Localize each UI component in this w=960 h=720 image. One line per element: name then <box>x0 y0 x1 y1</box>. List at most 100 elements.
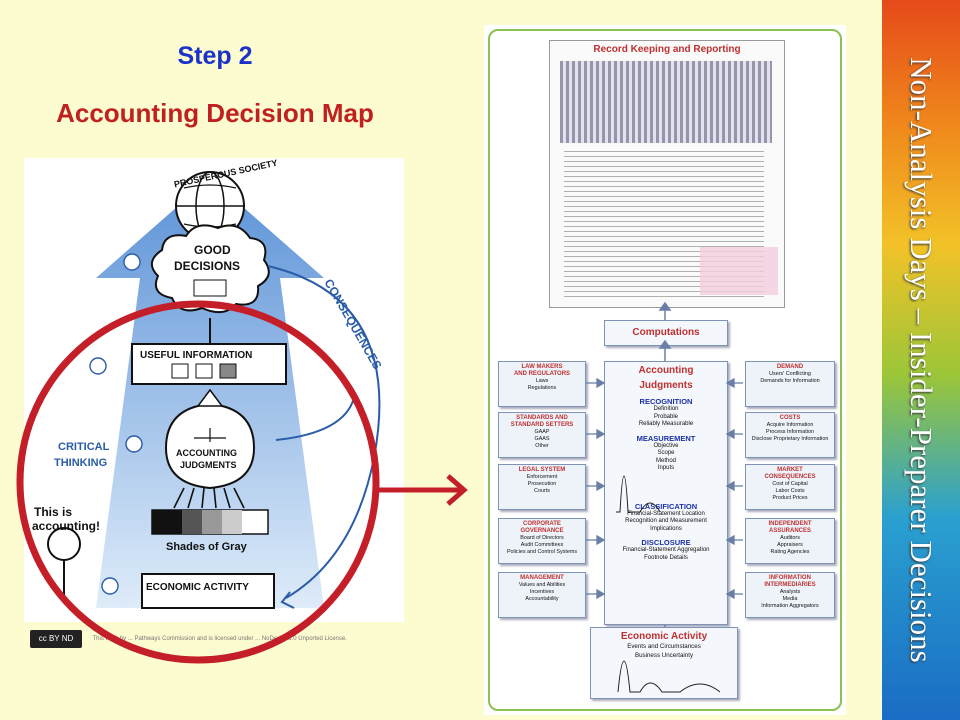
judgments-title-1: Accounting <box>638 365 694 376</box>
judgments-section-line: Financial-Statement Location <box>627 510 705 517</box>
license-text: This work by ... Pathways Commission and… <box>92 636 347 642</box>
influence-box-line: Analysts <box>779 589 801 595</box>
sketch-economic: ECONOMIC ACTIVITY <box>146 582 249 593</box>
influence-box-line: Audit Committees <box>520 542 564 548</box>
influence-box-line: Media <box>782 596 798 602</box>
step-title: Step 2 <box>177 42 253 70</box>
slide-title: Accounting Decision Map <box>56 98 374 128</box>
influence-arrowhead <box>725 428 735 440</box>
sketch-good: GOOD <box>194 243 231 257</box>
stick-figure <box>47 527 81 598</box>
sketch-critical: CRITICAL <box>58 441 110 453</box>
judgments-section-line: Scope <box>657 450 675 456</box>
influence-arrowhead <box>725 534 735 546</box>
sketch-thinking: THINKING <box>54 457 107 469</box>
influence-box-head: AND REGULATORS <box>513 371 571 377</box>
cc-license-icon: cc BY ND <box>30 630 82 648</box>
judgments-section-line: Inputs <box>657 465 675 471</box>
influence-box-line: Disclose Proprietary Information <box>751 436 829 442</box>
influence-box-line: GAAP <box>534 429 550 435</box>
influence-box-line: Rating Agencies <box>770 549 810 555</box>
influence-box-head: LAW MAKERS <box>521 364 563 370</box>
influence-arrowhead <box>596 480 606 492</box>
influence-box-line: Laws <box>535 378 549 384</box>
influence-box-head: ASSURANCES <box>768 528 811 534</box>
influence-arrowhead <box>596 588 606 600</box>
influence-box-line: Users' Conflicting <box>769 371 811 377</box>
influence-box-head: STANDARD SETTERS <box>510 422 574 428</box>
license-note: cc BY ND This work by ... Pathways Commi… <box>30 630 352 648</box>
influence-box-head: INDEPENDENT <box>768 521 812 527</box>
judgments-section-head: RECOGNITION <box>639 397 693 406</box>
pointer-arrowhead <box>446 474 468 506</box>
record-keeping-title: Record Keeping and Reporting <box>593 44 741 55</box>
record-keeping-box: Record Keeping and Reporting <box>549 40 785 308</box>
influence-box-line: Accountability <box>525 596 559 602</box>
economic-activity-box <box>141 573 275 609</box>
sketch-accounting: accounting! <box>32 519 100 533</box>
influence-box-line: Auditors <box>780 535 800 541</box>
influence-box-head: INFORMATION <box>769 575 811 581</box>
map-connectors <box>658 301 672 627</box>
judgments-section-head: MEASUREMENT <box>636 433 696 443</box>
influence-box-line: Appraisers <box>777 542 803 548</box>
influence-box-head: STANDARDS AND <box>516 415 568 421</box>
record-keeping-table <box>560 61 772 143</box>
sketch-shades: Shades of Gray <box>166 541 248 553</box>
judgments-section-head: CLASSIFICATION <box>634 501 698 511</box>
sketch-drawing: PROSPEROUS SOCIETY GOOD DECISIONS CONSEQ… <box>32 158 385 609</box>
sketch-acc1: ACCOUNTING <box>176 448 237 458</box>
influence-box-line: Demands for Information <box>760 378 820 384</box>
influence-box-head: CONSEQUENCES <box>764 474 816 480</box>
influence-box-head: MARKET <box>777 467 803 473</box>
influence-box-line: Process Information <box>766 429 814 435</box>
influence-box-line: Acquire Information <box>766 422 814 428</box>
shades-of-gray-bar <box>151 509 269 535</box>
accounting-judgments-bulb <box>164 402 256 490</box>
judgments-section-line: Definition <box>653 406 679 412</box>
influence-box-head: MANAGEMENT <box>520 575 564 581</box>
record-keeping-highlight <box>700 247 778 295</box>
sketch-this-is: This is <box>34 505 72 519</box>
judgments-section-line: Implications <box>650 525 682 532</box>
influence-arrowhead <box>596 428 606 440</box>
decision-map-frame <box>488 29 842 711</box>
judgments-section-head: DISCLOSURE <box>641 538 691 547</box>
influence-arrowhead <box>725 480 735 492</box>
influence-box-line: Incentives <box>529 589 555 595</box>
influence-arrowhead <box>725 588 735 600</box>
judgments-section-line: Recognition and Measurement <box>625 518 707 524</box>
influence-box-line: Regulations <box>527 385 557 391</box>
influence-box-head: INTERMEDIARIES <box>764 582 816 588</box>
judgments-section-line: Probable <box>653 413 679 420</box>
lightbulb-icon <box>89 253 143 595</box>
sidebar-band: Non-Analysis Days – Insider-Preparer Dec… <box>882 0 960 720</box>
influence-box-line: Policies and Control Systems <box>506 549 578 555</box>
economic-title: Economic Activity <box>620 631 708 642</box>
economic-line: Business Uncertainty <box>634 652 694 659</box>
influence-box-head: LEGAL SYSTEM <box>518 467 566 473</box>
good-decisions-cloud <box>151 224 270 314</box>
influence-box-line: Information Aggregators <box>761 603 819 609</box>
influence-box-line: Labor Costs <box>775 488 805 494</box>
influence-box-line: Prosecution <box>527 481 557 487</box>
influence-box-line: Other <box>535 443 549 449</box>
influence-box-line: Product Prices <box>772 495 808 501</box>
influence-box-line: Cost of Capital <box>772 481 808 487</box>
influence-box-line: Enforcement <box>526 474 558 480</box>
judgments-section-line: Footnote Details <box>644 554 688 561</box>
influence-box-head: CORPORATE <box>523 521 561 527</box>
influence-box-line: Values and Abilities <box>518 582 566 588</box>
influence-box-line: GAAS <box>534 436 550 442</box>
influence-box-head: GOVERNANCE <box>520 528 564 534</box>
distribution-curve <box>616 475 661 513</box>
influence-box-line: Courts <box>534 488 550 494</box>
